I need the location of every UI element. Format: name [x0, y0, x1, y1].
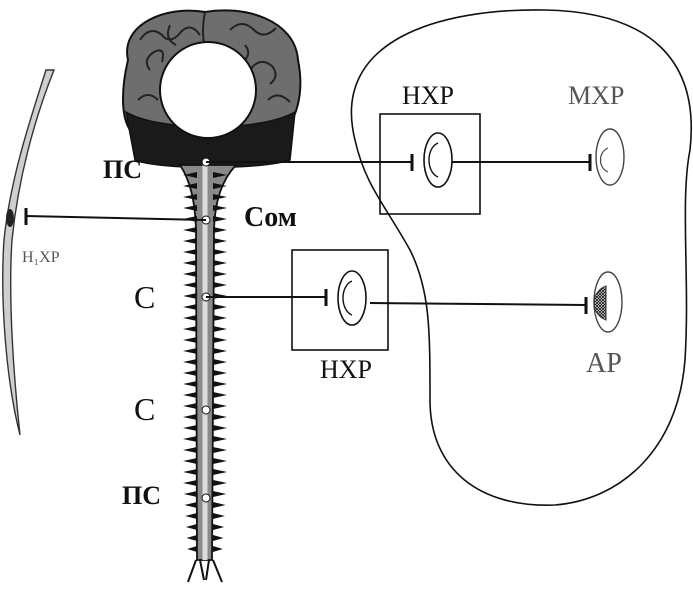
spinal-spike-right: [213, 491, 227, 497]
spinal-spike-right: [213, 535, 224, 541]
organism-outline: [350, 9, 692, 506]
spinal-spike-right: [213, 304, 227, 310]
spinal-cord: [178, 157, 239, 583]
spinal-spike-left: [183, 271, 197, 277]
spinal-spike-right: [213, 227, 227, 233]
spinal-spike-right: [213, 458, 227, 464]
spinal-spike-right: [213, 326, 227, 332]
spinal-spike-right: [213, 480, 227, 486]
spinal-spike-right: [213, 348, 227, 354]
spinal-spike-left: [187, 546, 197, 552]
spinal-spike-left: [183, 227, 197, 233]
spinal-spike-right: [213, 425, 227, 431]
brain: [122, 9, 302, 169]
mkhr-eye: [595, 128, 625, 186]
spinal-spike-right: [213, 216, 227, 222]
spinal-spike-left: [183, 469, 197, 475]
spinal-spike-left: [183, 282, 197, 288]
spinal-spike-right: [213, 315, 227, 321]
spinal-spike-right: [213, 403, 227, 409]
spinal-spike-right: [213, 249, 227, 255]
label-mkhr: МХР: [568, 81, 624, 110]
spinal-spike-right: [213, 238, 227, 244]
spinal-spike-left: [183, 458, 197, 464]
spinal-spike-left: [183, 491, 197, 497]
spinal-spike-right: [213, 546, 223, 552]
label-ar: АР: [586, 348, 622, 379]
spinal-spike-right: [213, 260, 227, 266]
spinal-spike-right: [213, 337, 227, 343]
spinal-spike-left: [183, 425, 197, 431]
label-ps-top: ПС: [103, 155, 142, 184]
spinal-spike-left: [183, 260, 197, 266]
spinal-spike-left: [183, 447, 197, 453]
spinal-spike-left: [183, 392, 197, 398]
spinal-spike-left: [183, 205, 197, 211]
label-n1khr: Н₁ХР: [22, 249, 60, 266]
label-ps-bottom: ПС: [122, 481, 161, 510]
left-organism-eyespot: [6, 209, 14, 227]
spinal-spike-left: [184, 502, 197, 508]
spinal-spike-left: [183, 183, 197, 189]
nkhr-lower-eye: [337, 270, 367, 326]
spinal-spike-left: [183, 315, 197, 321]
spinal-spike-right: [213, 205, 227, 211]
nkhr-top-eye: [423, 132, 453, 188]
spinal-spike-left: [183, 381, 197, 387]
label-som: Сом: [244, 202, 297, 233]
ar-eye: [593, 271, 623, 333]
label-nkhr-lower: НХР: [320, 355, 372, 384]
spinal-spike-left: [183, 238, 197, 244]
spinal-spike-right: [213, 194, 227, 200]
spinal-spike-left: [183, 436, 197, 442]
spinal-spike-right: [213, 524, 225, 530]
cord-node-s-lower: [201, 405, 211, 415]
spinal-spike-left: [183, 403, 197, 409]
spinal-spike-left: [183, 326, 197, 332]
spinal-spike-right: [213, 469, 227, 475]
label-s-upper: С: [134, 279, 155, 315]
spinal-spike-right: [213, 282, 227, 288]
spinal-spike-right: [213, 502, 226, 508]
spinal-spike-left: [185, 524, 197, 530]
spinal-spike-left: [185, 513, 197, 519]
spinal-spike-right: [213, 436, 227, 442]
brain-hole: [159, 41, 257, 139]
spinal-spike-right: [213, 414, 227, 420]
cord-node-ps-bottom: [201, 493, 211, 503]
spinal-spike-right: [213, 381, 227, 387]
spinal-spikes-right: [213, 172, 227, 552]
spinal-spike-right: [213, 271, 227, 277]
label-s-lower: С: [134, 391, 155, 427]
spinal-spike-left: [183, 370, 197, 376]
spinal-spike-right: [213, 183, 227, 189]
link-nkhr-to-ar: [369, 302, 587, 306]
spinal-spike-left: [183, 249, 197, 255]
spinal-spike-left: [183, 337, 197, 343]
spinal-spike-left: [183, 194, 197, 200]
spinal-spike-right: [213, 359, 227, 365]
spinal-spike-right: [213, 392, 227, 398]
link-som-to-left: [25, 215, 207, 221]
spinal-spike-left: [183, 359, 197, 365]
spinal-spike-right: [213, 513, 225, 519]
spinal-spikes-left: [183, 172, 197, 552]
nkhr-top-box: [379, 113, 481, 215]
spinal-spike-left: [183, 414, 197, 420]
spinal-spike-left: [183, 293, 197, 299]
spinal-spike-right: [213, 370, 227, 376]
label-nkhr-top: НХР: [402, 81, 454, 110]
spinal-spike-right: [213, 447, 227, 453]
spinal-spike-left: [183, 304, 197, 310]
spinal-spike-left: [183, 348, 197, 354]
spinal-spike-right: [213, 172, 227, 178]
spinal-spike-left: [183, 480, 197, 486]
nkhr-lower-box: [291, 249, 389, 351]
spinal-spike-left: [183, 172, 197, 178]
spinal-spike-left: [186, 535, 197, 541]
left-organism-body: [2, 69, 56, 436]
